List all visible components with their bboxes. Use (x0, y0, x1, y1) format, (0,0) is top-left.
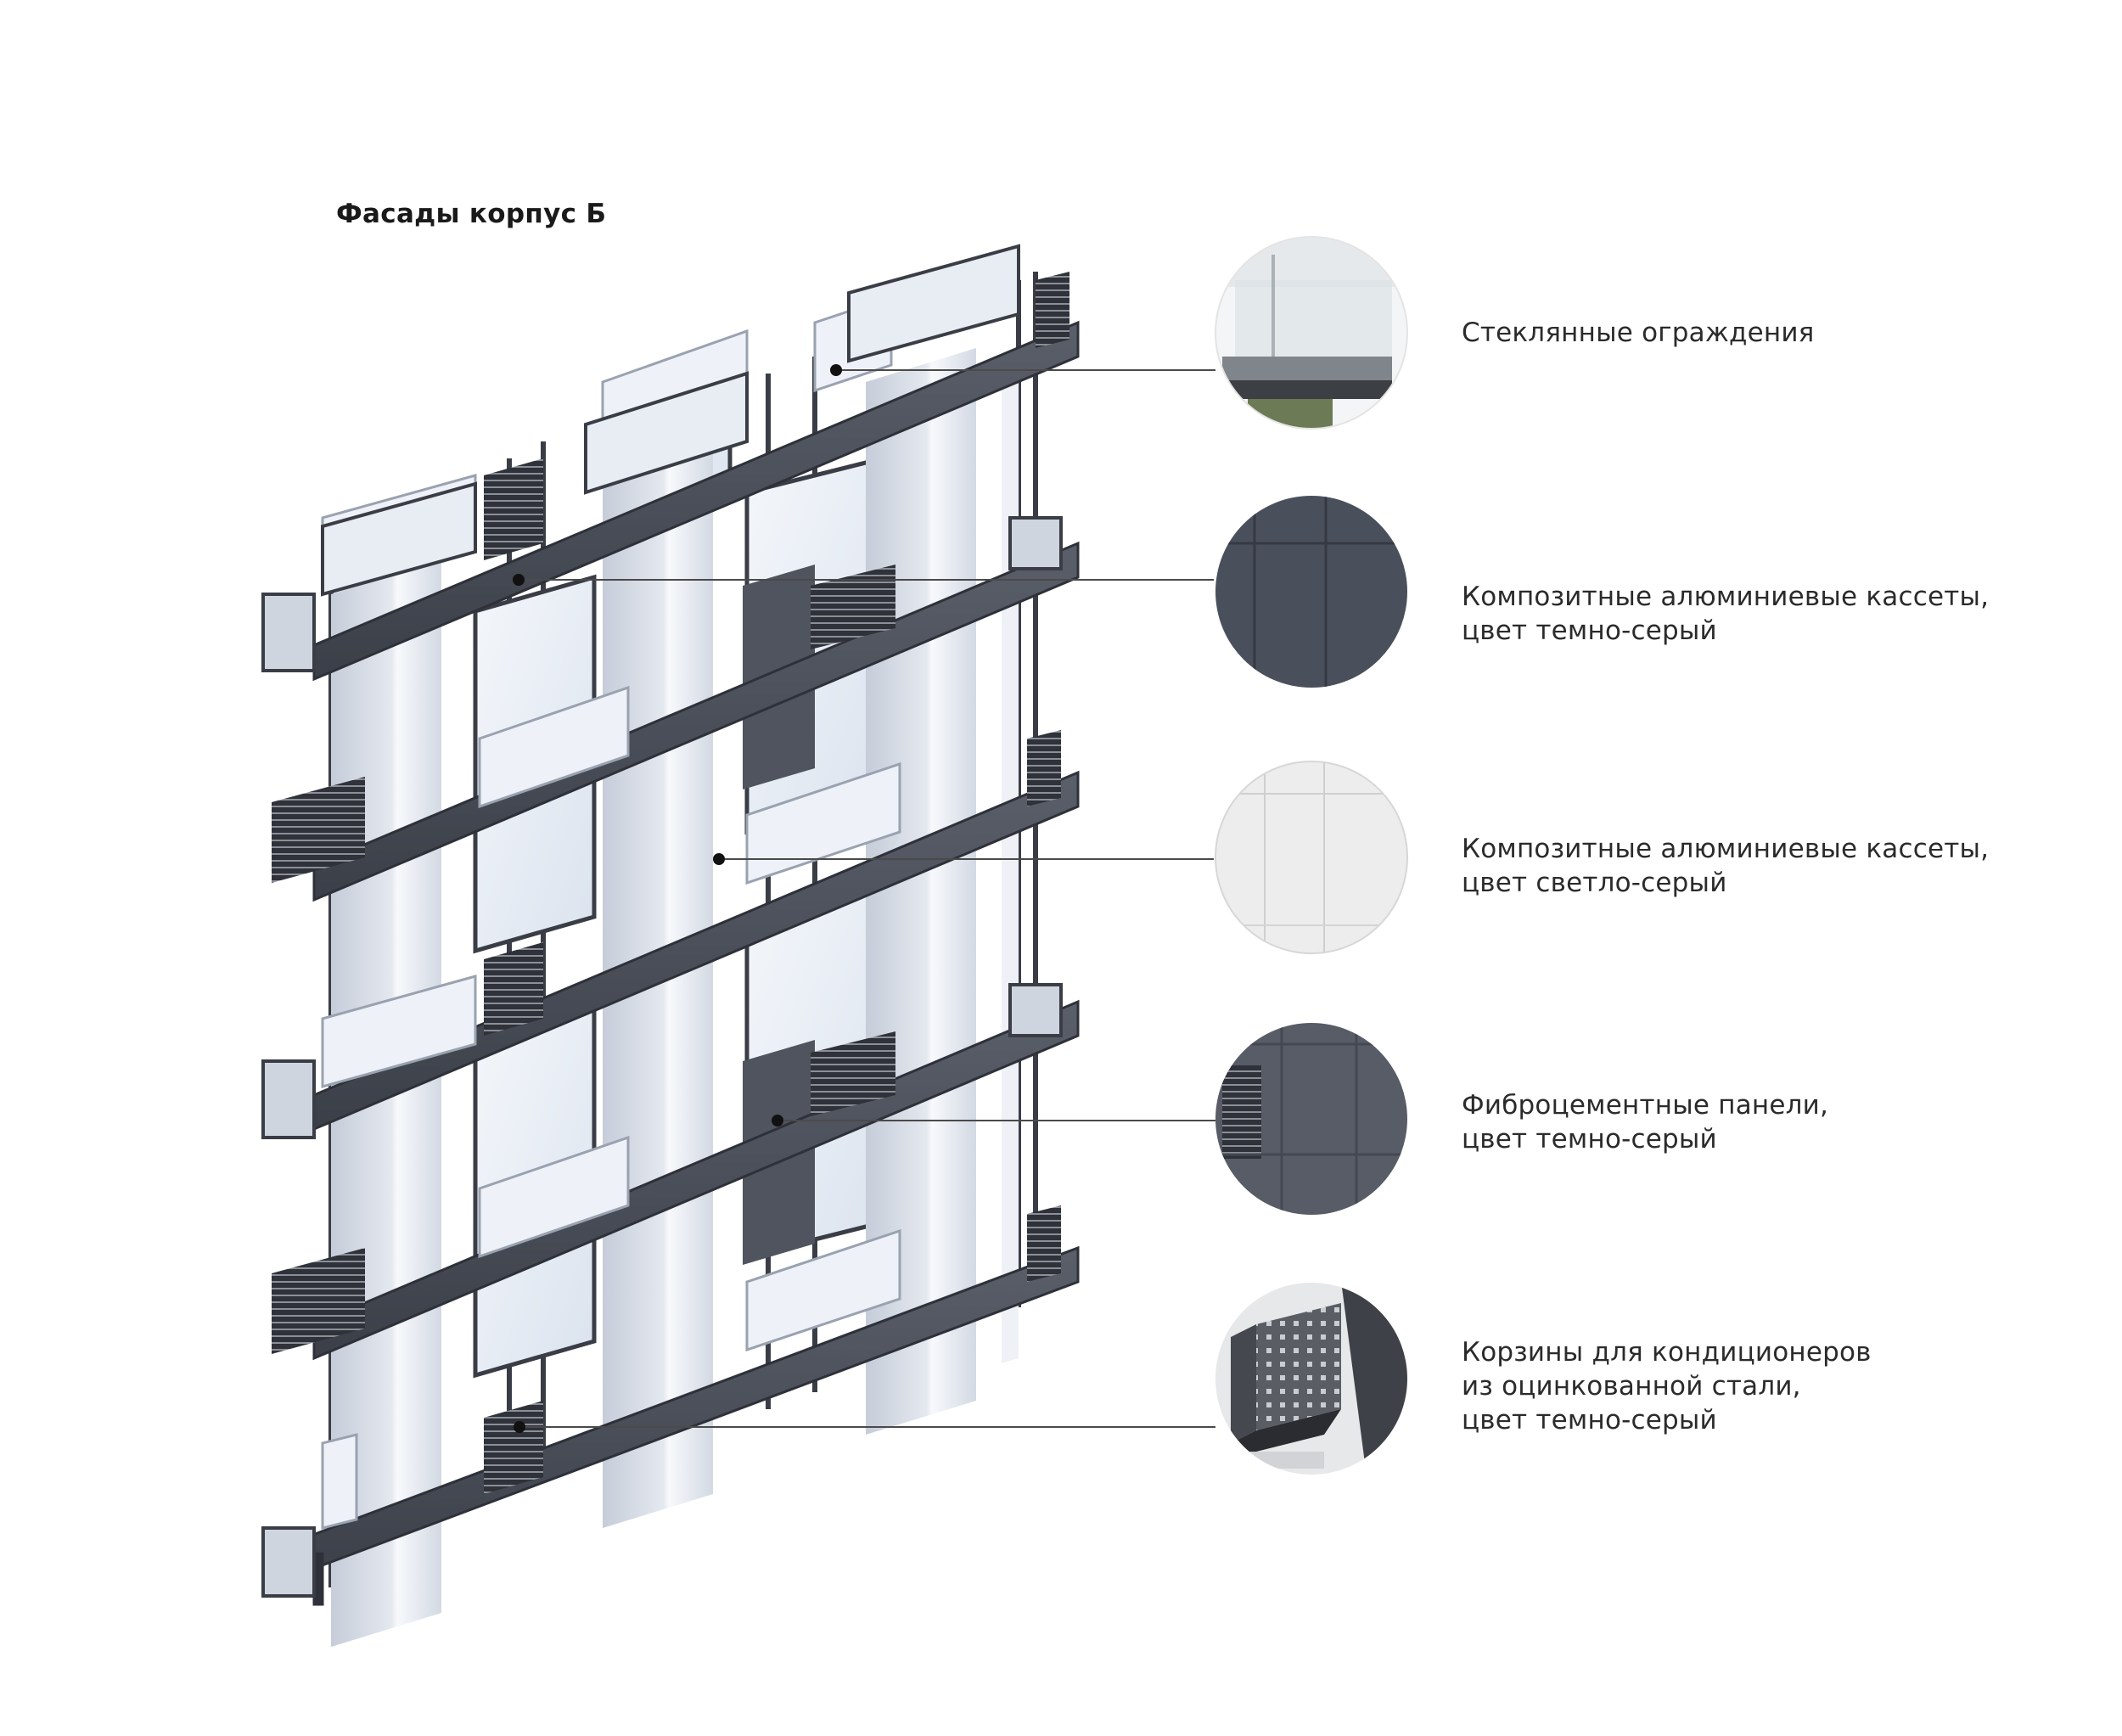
page-title: Фасады корпус Б (336, 199, 607, 229)
label-glass-railing: Стеклянные ограждения (1462, 316, 1815, 350)
facade-model (261, 244, 1080, 1647)
label-line: Композитные алюминиевые кассеты, (1462, 581, 1990, 612)
leader-lines (519, 369, 1215, 1428)
label-line: цвет темно-серый (1462, 1124, 1717, 1155)
label-line: цвет темно-серый (1462, 1405, 1717, 1435)
label-ac-basket: Корзины для кондиционеров из оцинкованно… (1462, 1335, 1872, 1437)
floor-slabs (261, 320, 1080, 1606)
label-line: Фиброцементные панели, (1462, 1090, 1829, 1121)
light-aluminium-cassette-swatch (1215, 761, 1408, 954)
roof-bays (321, 244, 1020, 597)
label-fibre-cement-panel: Фиброцементные панели, цвет темно-серый (1462, 1088, 1828, 1156)
ac-basket-photo (1215, 1283, 1407, 1475)
label-line: цвет светло-серый (1462, 868, 1727, 898)
glass-railing-photo (1215, 236, 1408, 430)
label-line: из оцинкованной стали, (1462, 1371, 1801, 1402)
leader-dot-glass-railing (830, 364, 842, 376)
label-dark-aluminium-cassette: Композитные алюминиевые кассеты, цвет те… (1462, 580, 1989, 648)
leader-dots (513, 364, 842, 1433)
label-line: Корзины для кондиционеров (1462, 1337, 1872, 1368)
fibre-cement-panel-swatch (1215, 1023, 1407, 1215)
label-light-aluminium-cassette: Композитные алюминиевые кассеты, цвет св… (1462, 832, 1989, 900)
label-line: Стеклянные ограждения (1462, 317, 1815, 348)
leader-dot-light-cassette (713, 853, 725, 865)
side-frames (261, 516, 1063, 1598)
leader-dot-ac-basket (514, 1421, 525, 1433)
label-line: Композитные алюминиевые кассеты, (1462, 834, 1990, 864)
ac-baskets (272, 272, 1069, 1494)
label-line: цвет темно-серый (1462, 615, 1717, 646)
leader-dot-dark-cassette (513, 574, 525, 586)
dark-aluminium-cassette-swatch (1215, 496, 1407, 688)
leader-dot-fibre-cement (772, 1115, 783, 1126)
